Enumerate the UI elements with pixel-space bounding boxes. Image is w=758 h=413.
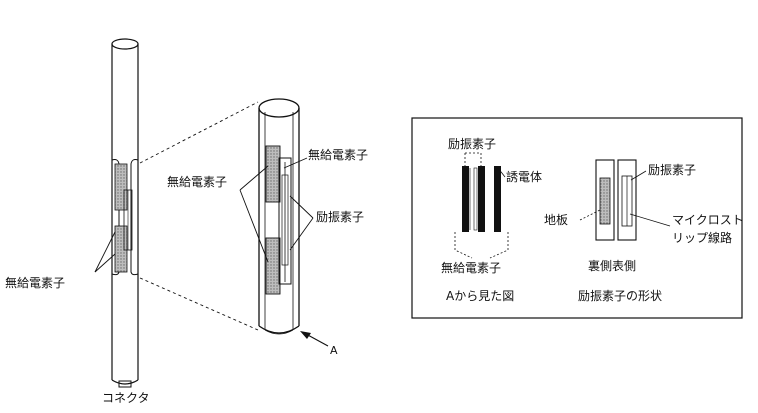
projection-line-top — [139, 101, 259, 164]
label-connector: コネクタ — [102, 391, 150, 405]
antenna-pipe — [111, 38, 139, 388]
pipe-excitation — [123, 189, 133, 251]
label-back-front: 裏側表側 — [588, 258, 636, 273]
excitation-shape-drawing — [579, 159, 671, 241]
label-box-dielectric: 誘電体 — [506, 170, 542, 184]
label-caption-shape: 励振素子の形状 — [578, 289, 662, 303]
label-caption-view-a: Aから見た図 — [446, 289, 514, 303]
mid-right-leader — [283, 157, 308, 169]
cyl-excitation — [278, 157, 292, 285]
label-view-a: A — [330, 344, 338, 357]
mid-left-leader-2 — [239, 189, 269, 263]
cyl-parasitic-upper — [265, 145, 281, 203]
mid-exc-leader-2 — [289, 217, 314, 251]
pipe-parasitic-upper — [114, 163, 128, 211]
projection-line-bottom — [139, 277, 259, 331]
left-leader-2 — [94, 253, 116, 273]
view-from-a-drawing — [454, 152, 509, 259]
label-microstrip-2: リップ線路 — [672, 230, 732, 245]
label-ground-plane: 地板 — [544, 213, 568, 227]
mid-exc-leader-1 — [289, 195, 314, 219]
label-microstrip-1: マイクロスト — [672, 213, 744, 227]
label-box-parasitic: 無給電素子 — [441, 260, 501, 275]
label-mid-parasitic-right: 無給電素子 — [308, 147, 368, 162]
cyl-parasitic-lower — [265, 237, 281, 295]
label-mid-excitation: 励振素子 — [316, 210, 364, 224]
label-box-excitation: 励振素子 — [448, 137, 496, 151]
detail-box — [411, 117, 743, 319]
enlarged-cylinder — [258, 98, 300, 335]
label-left-parasitic: 無給電素子 — [5, 275, 65, 290]
label-box-excitation-right: 励振素子 — [648, 163, 696, 177]
left-leader-1 — [94, 231, 116, 273]
label-mid-parasitic-left: 無給電素子 — [167, 174, 227, 189]
mid-left-leader-1 — [239, 165, 269, 191]
pipe-parasitic-lower — [114, 225, 128, 273]
view-arrow — [300, 331, 329, 347]
